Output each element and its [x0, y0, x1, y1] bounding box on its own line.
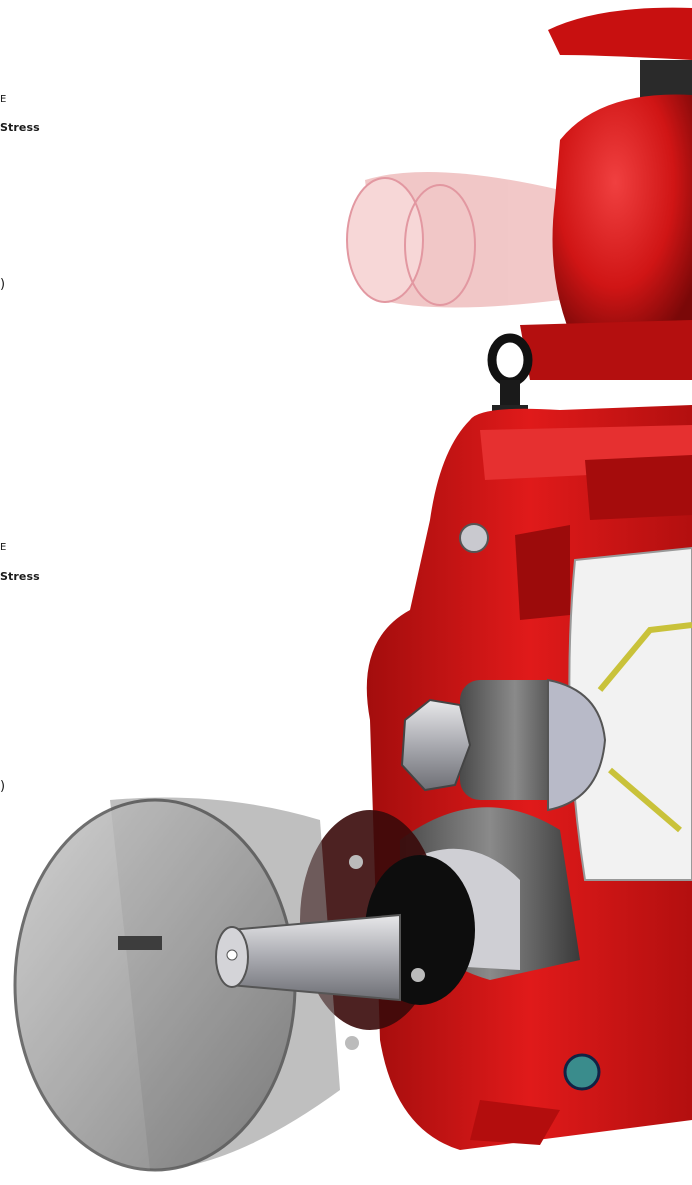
lower-stress-label: Stress — [0, 570, 40, 583]
drain-plug — [563, 1053, 601, 1091]
lower-label-mark: E — [0, 542, 7, 553]
upper-stress-label: Stress — [0, 121, 40, 134]
upper-bullet: ) — [0, 277, 6, 292]
pinion-gear — [400, 678, 607, 812]
input-shaft — [215, 913, 401, 1002]
pump-volute — [520, 94, 692, 380]
housing-foot — [470, 1100, 560, 1145]
lower-bullet: ) — [0, 779, 6, 794]
transparent-inlet-pipe — [346, 172, 560, 308]
lifting-eye-bolt — [487, 333, 533, 415]
upper-label-mark: E — [0, 94, 7, 105]
impeller-cavity — [568, 546, 692, 881]
